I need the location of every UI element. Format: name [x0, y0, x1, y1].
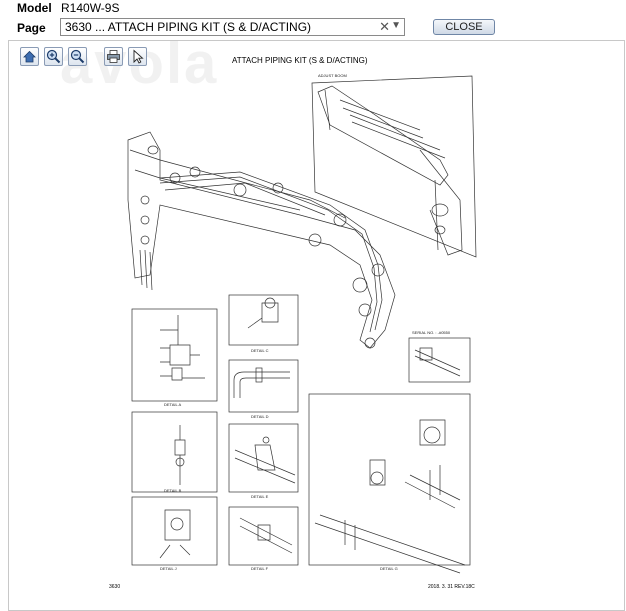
- detail-g-label: DETAIL G: [380, 566, 398, 571]
- chevron-down-icon[interactable]: ▼: [391, 20, 401, 31]
- footer-revision: 2018. 3. 31 REV.18C: [428, 584, 475, 590]
- home-button[interactable]: [20, 47, 39, 66]
- page-select-value: 3630 ... ATTACH PIPING KIT (S & D/ACTING…: [65, 20, 312, 34]
- zoom-out-button[interactable]: [68, 47, 87, 66]
- page-select[interactable]: 3630 ... ATTACH PIPING KIT (S & D/ACTING…: [60, 18, 405, 36]
- serial-label: SERIAL NO. : -#0550: [412, 330, 451, 335]
- print-icon: [107, 50, 120, 63]
- zoom-in-icon: [46, 49, 61, 64]
- home-icon: [23, 50, 36, 63]
- adjust-boom-label: ADJUST BOOM: [318, 73, 347, 78]
- pointer-icon: [133, 49, 144, 64]
- detail-j-label: DETAIL J: [160, 566, 177, 571]
- model-value: R140W-9S: [61, 1, 120, 15]
- diagram-title: ATTACH PIPING KIT (S & D/ACTING): [232, 56, 368, 65]
- zoom-out-icon: [70, 49, 85, 64]
- detail-d-label: DETAIL D: [251, 414, 269, 419]
- detail-c-label: DETAIL C: [251, 348, 269, 353]
- footer-page-number: 3630: [109, 584, 121, 590]
- detail-a-label: DETAIL A: [164, 402, 181, 407]
- zoom-in-button[interactable]: [44, 47, 63, 66]
- pointer-button[interactable]: [128, 47, 147, 66]
- detail-e-label: DETAIL E: [251, 494, 269, 499]
- print-button[interactable]: [104, 47, 123, 66]
- model-label: Model: [17, 1, 52, 15]
- close-button[interactable]: CLOSE: [433, 19, 495, 35]
- main-boom: [127, 131, 396, 349]
- clear-icon[interactable]: ✕: [379, 19, 390, 34]
- detail-b-label: DETAIL B: [164, 488, 182, 493]
- page-label: Page: [17, 21, 46, 35]
- detail-f-label: DETAIL F: [251, 566, 269, 571]
- adjust-boom-inset: [311, 75, 477, 258]
